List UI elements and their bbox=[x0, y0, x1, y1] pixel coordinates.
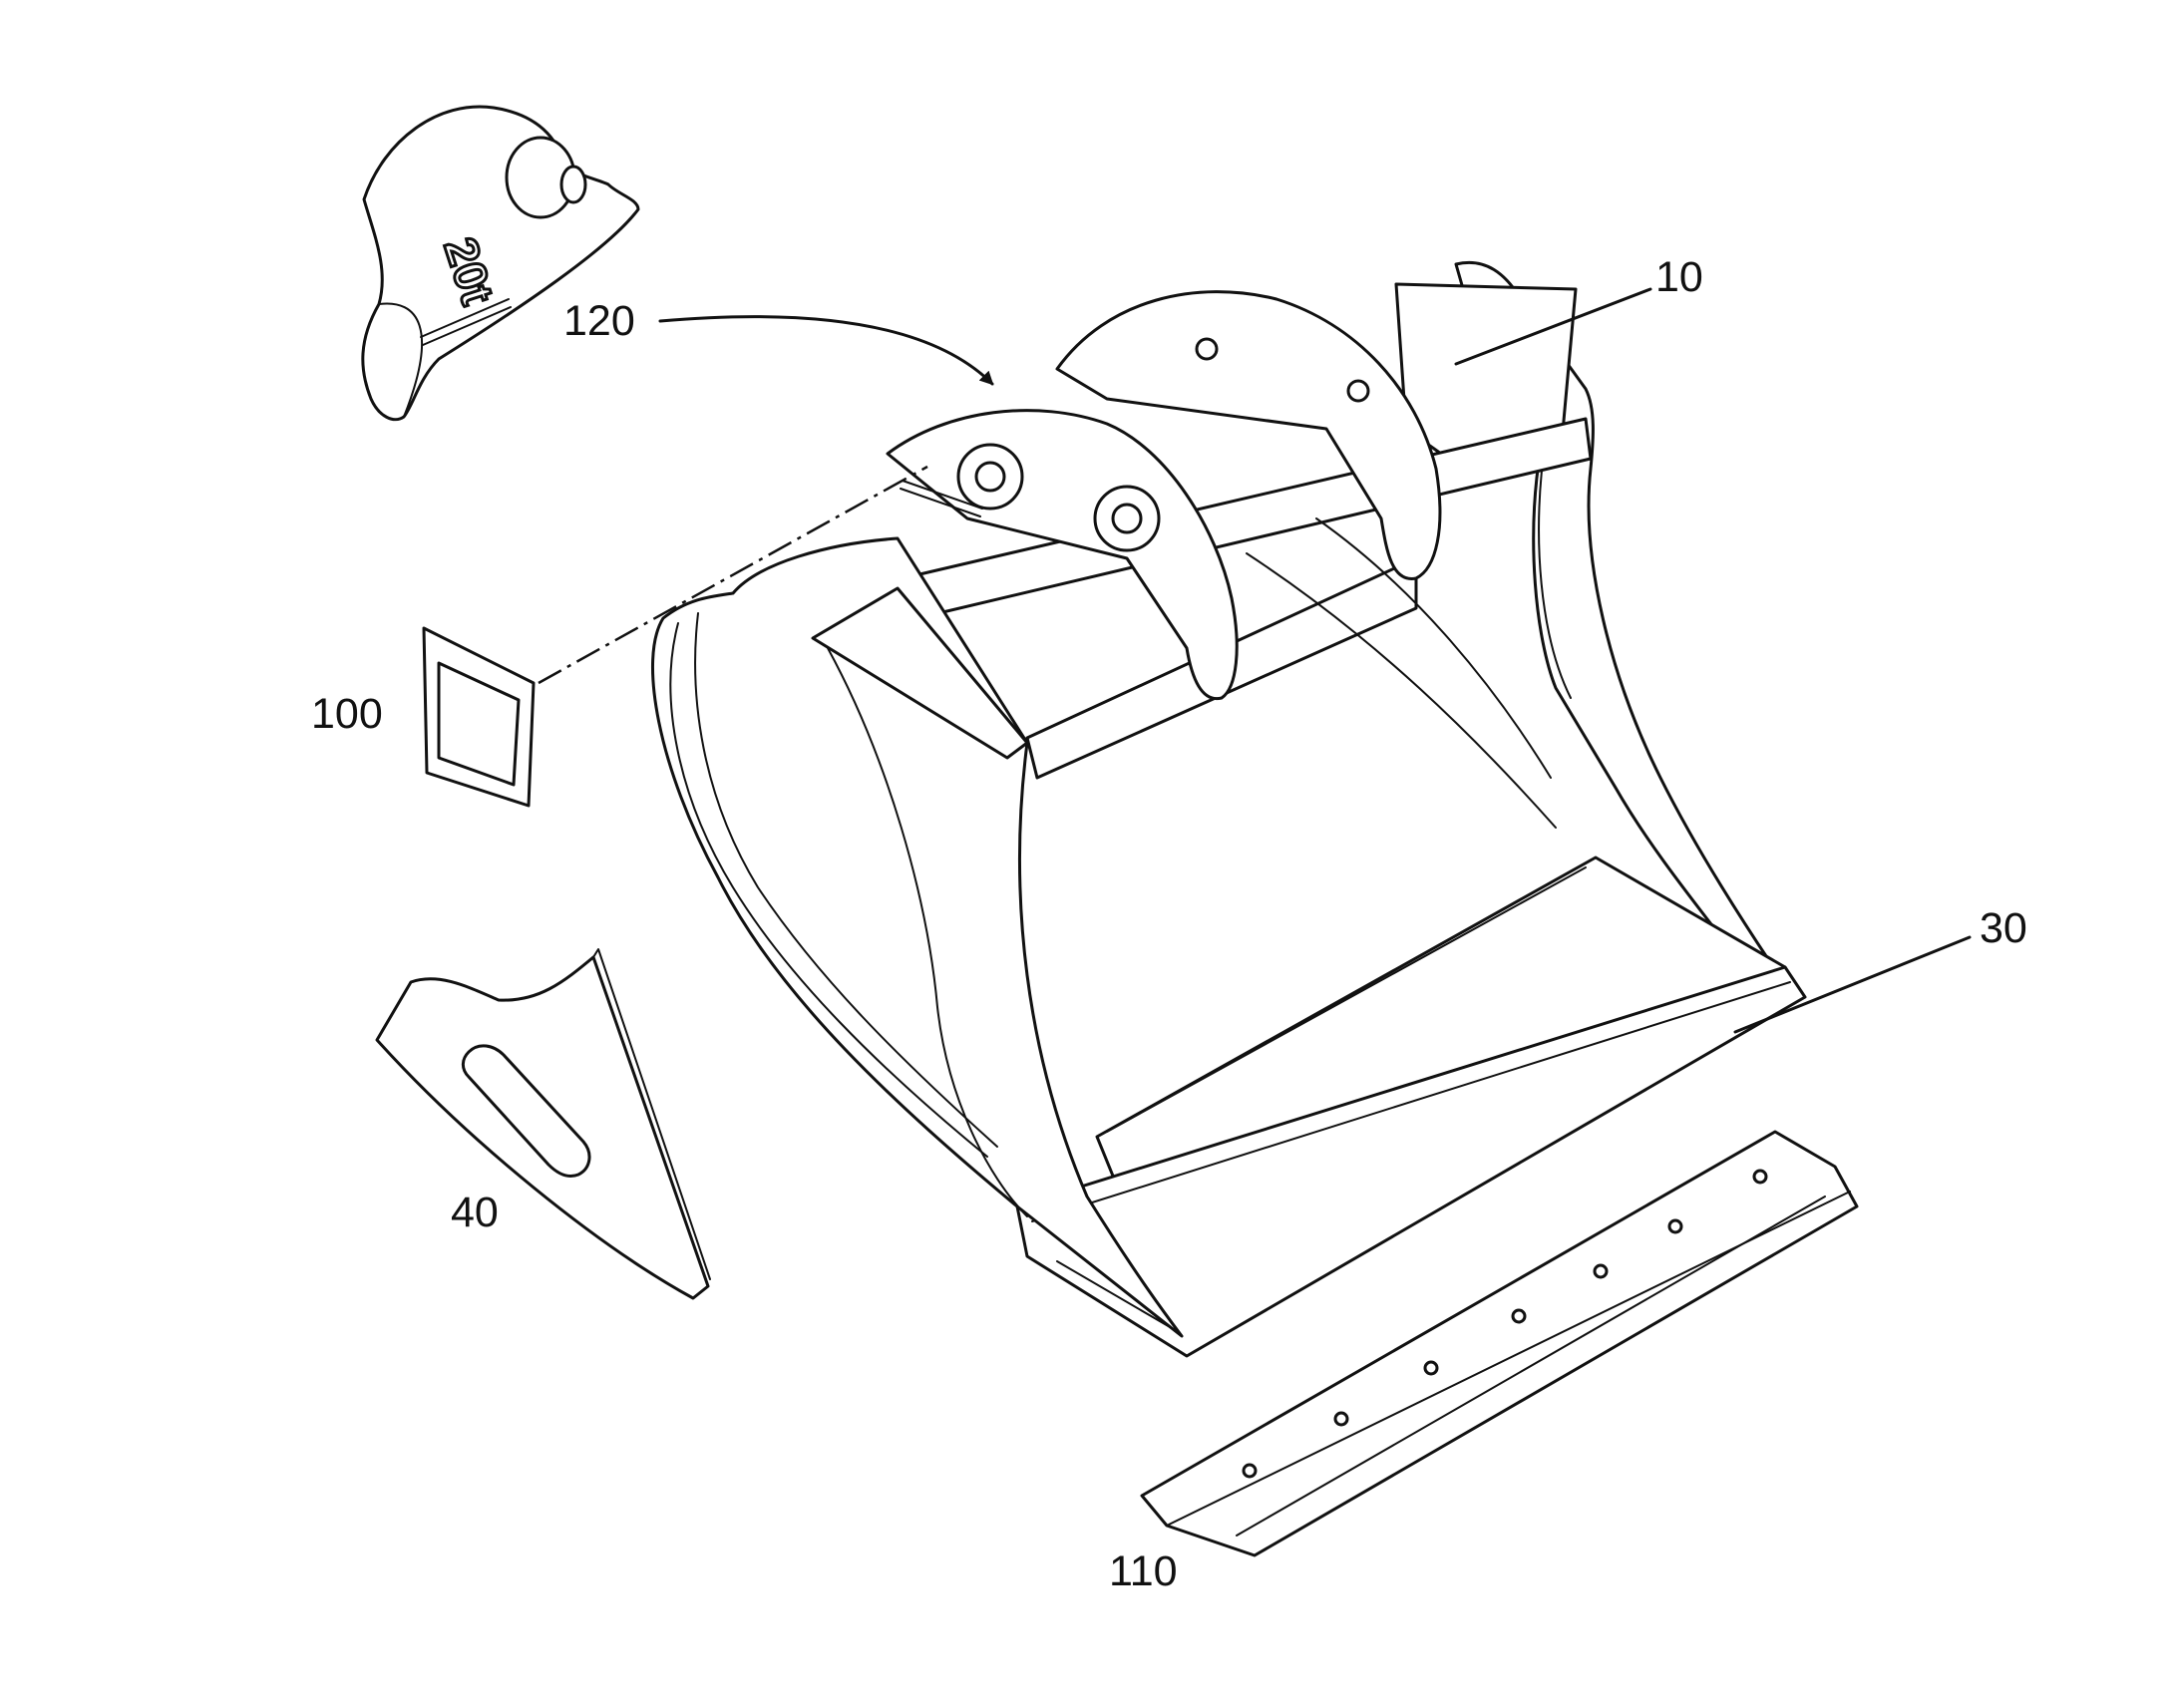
id-plate bbox=[422, 626, 536, 808]
assembly-centerline bbox=[538, 465, 928, 685]
callout-label-100: 100 bbox=[311, 690, 383, 738]
callout-10: 10 bbox=[1454, 253, 1703, 366]
bucket-body bbox=[650, 261, 1807, 1358]
callout-100: 100 bbox=[311, 690, 383, 738]
callout-label-30: 30 bbox=[1980, 904, 2027, 952]
callout-30: 30 bbox=[1733, 904, 2027, 1034]
callout-40: 40 bbox=[451, 1189, 499, 1236]
callout-label-110: 110 bbox=[1109, 1547, 1178, 1595]
callout-120: 120 bbox=[563, 297, 994, 386]
side-cutter bbox=[375, 948, 711, 1300]
callout-110: 110 bbox=[1109, 1547, 1178, 1595]
callout-label-40: 40 bbox=[451, 1189, 499, 1236]
callout-label-10: 10 bbox=[1655, 253, 1703, 301]
callout-label-120: 120 bbox=[563, 297, 635, 345]
lifting-eye-tag: 20t bbox=[361, 105, 640, 422]
cutting-edge bbox=[1140, 1130, 1859, 1557]
